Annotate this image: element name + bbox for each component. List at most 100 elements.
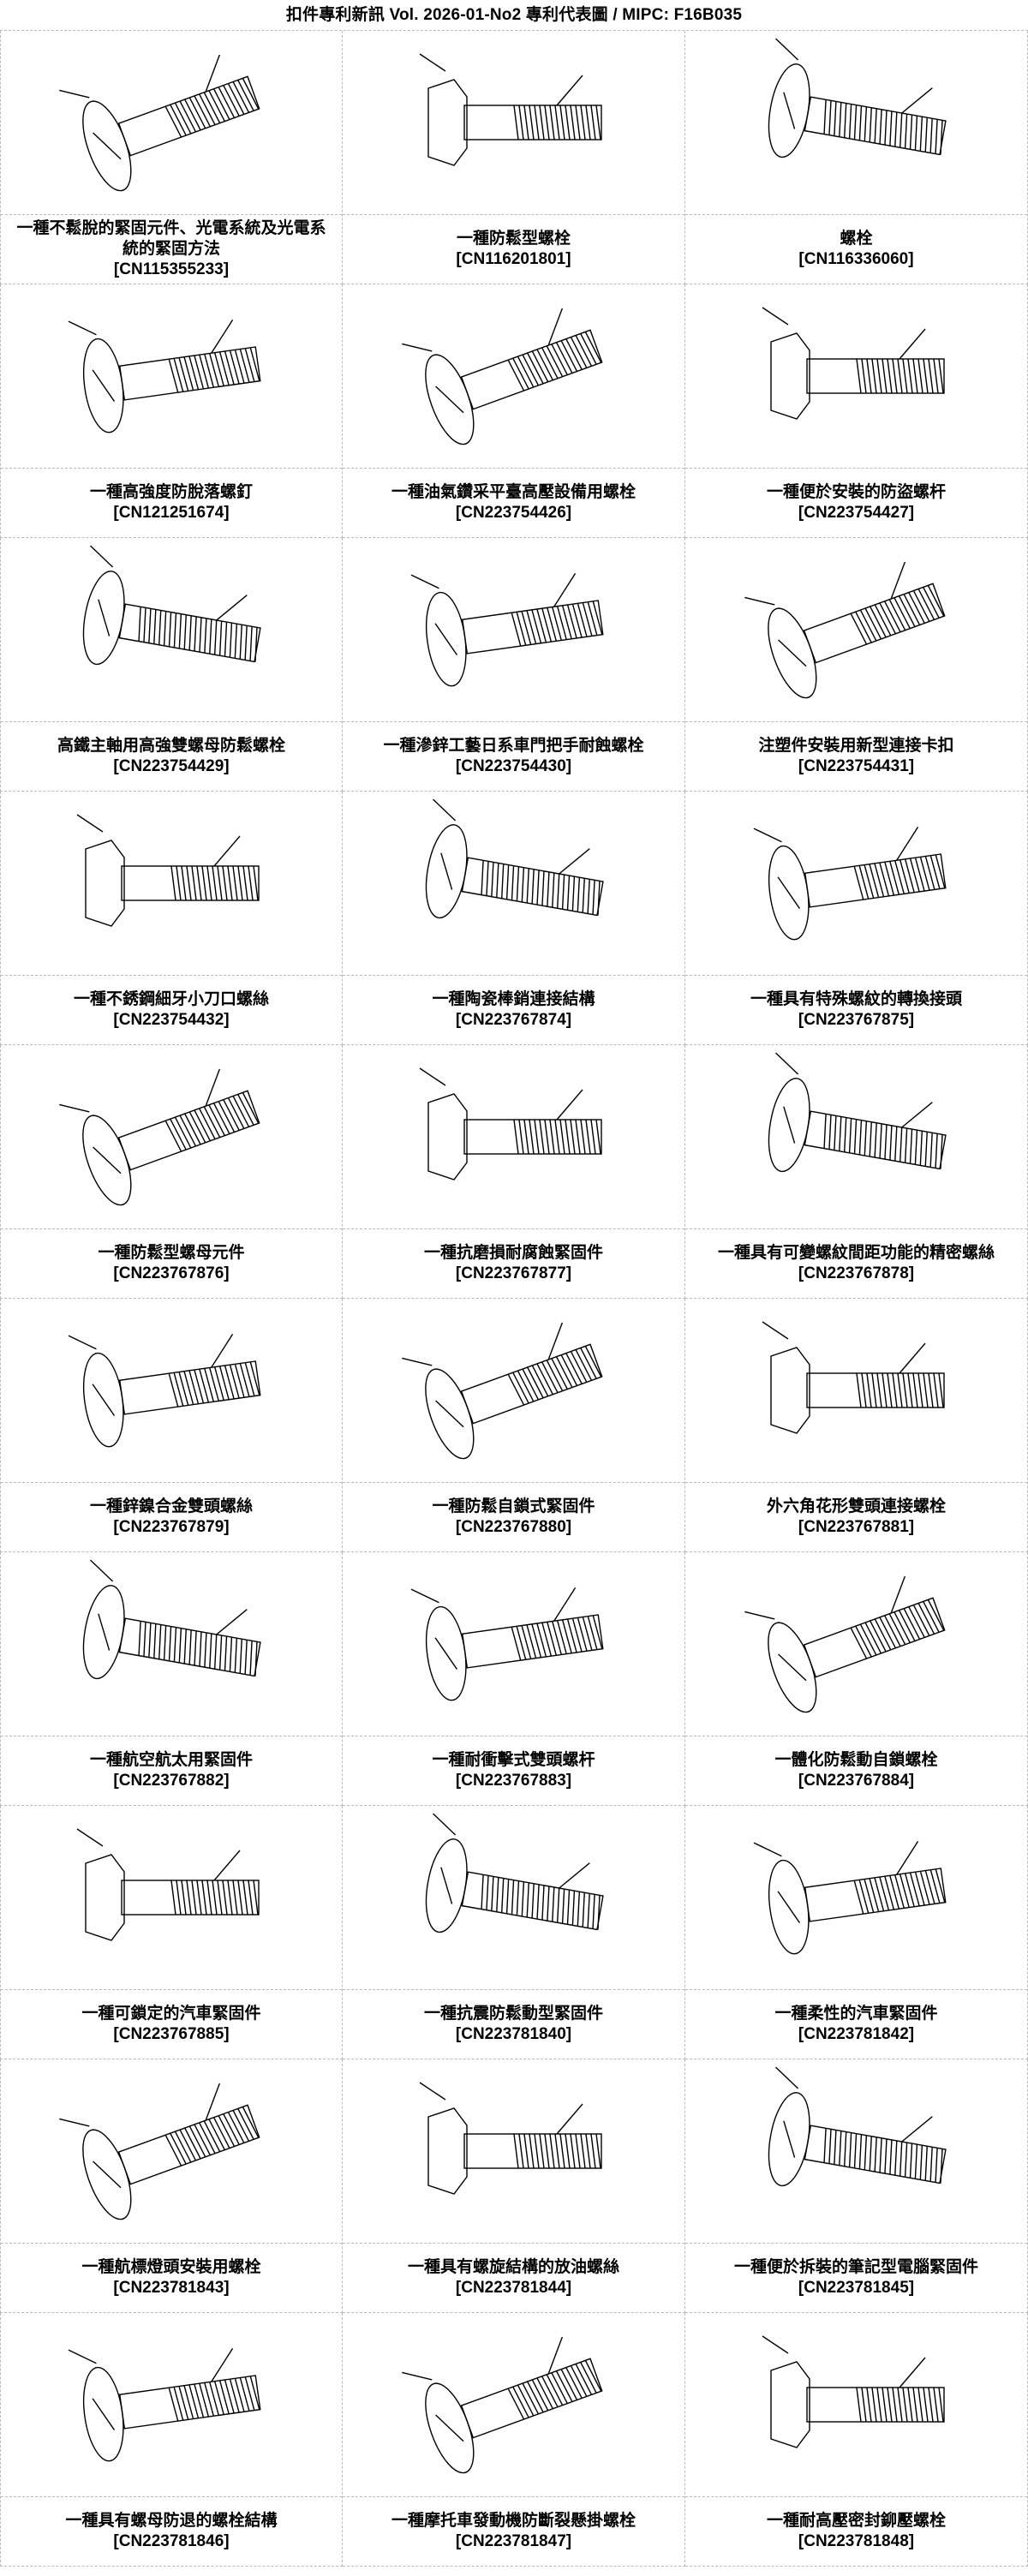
patent-drawing bbox=[685, 2313, 1027, 2497]
fastener-illustration bbox=[753, 1841, 947, 1955]
leader-line bbox=[553, 1587, 576, 1622]
patent-drawing bbox=[343, 1045, 684, 1229]
bolt-drawing bbox=[744, 561, 946, 699]
hex-head bbox=[427, 2107, 468, 2195]
leader-line bbox=[401, 2371, 432, 2381]
bolt-drawing bbox=[59, 1068, 260, 1206]
thread-lines bbox=[170, 865, 259, 901]
patent-caption: 一種油氣鑽采平臺高壓設備用螺栓[CN223754426] bbox=[343, 469, 684, 537]
patent-title: 一種具有螺旋結構的放油螺絲 bbox=[407, 2258, 619, 2276]
patent-title: 一種具有可變螺紋間距功能的精密螺絲 bbox=[717, 1244, 995, 1262]
patent-title: 一種不鬆脫的緊固元件、光電系統及光電系統的緊固方法 bbox=[16, 219, 326, 258]
bolt-shank bbox=[805, 1372, 945, 1408]
patent-drawing bbox=[685, 792, 1027, 976]
thread-lines bbox=[855, 2387, 944, 2423]
leader-line bbox=[205, 2083, 221, 2121]
patent-number: [CN116336060] bbox=[798, 250, 914, 268]
leader-line bbox=[401, 1357, 432, 1366]
bolt-shank bbox=[118, 603, 261, 663]
fastener-illustration bbox=[419, 53, 602, 166]
bolt-shank bbox=[804, 2125, 947, 2185]
patent-card: 外六角花形雙頭連接螺栓[CN223767881] bbox=[685, 1299, 1028, 1552]
patent-caption: 一種具有特殊螺紋的轉換接頭[CN223767875] bbox=[685, 976, 1027, 1044]
patent-number: [CN223767874] bbox=[455, 1011, 572, 1029]
patent-card: 一種耐衝擊式雙頭螺杆[CN223767883] bbox=[343, 1552, 685, 1806]
hex-head bbox=[769, 332, 810, 420]
leader-line bbox=[90, 545, 114, 568]
bolt-drawing bbox=[82, 1559, 261, 1680]
fastener-illustration bbox=[768, 2066, 947, 2187]
leader-line bbox=[211, 320, 234, 354]
leader-line bbox=[553, 573, 576, 607]
patent-number: [CN223754432] bbox=[113, 1011, 230, 1029]
patent-number: [CN223754430] bbox=[455, 757, 572, 775]
patent-number: [CN223781846] bbox=[113, 2532, 230, 2550]
bolt-shank bbox=[461, 857, 604, 917]
patent-card: 一種鋅鎳合金雙頭螺絲[CN223767879] bbox=[0, 1299, 343, 1552]
drive-slot bbox=[777, 1891, 800, 1923]
thread-lines bbox=[822, 1114, 943, 1169]
drive-slot bbox=[434, 623, 457, 655]
hex-head bbox=[769, 1347, 810, 1434]
bolt-drawing bbox=[425, 798, 604, 919]
bolt-shank bbox=[804, 853, 947, 908]
leader-line bbox=[898, 328, 926, 360]
patent-title: 一種可鎖定的汽車緊固件 bbox=[81, 2005, 261, 2023]
patent-number: [CN223781845] bbox=[798, 2279, 915, 2297]
patent-title: 一種不銹鋼細牙小刀口螺絲 bbox=[73, 990, 269, 1008]
patent-title: 一種摩托車發動機防斷裂懸掛螺栓 bbox=[391, 2512, 636, 2530]
patent-caption: 一種防鬆型螺栓[CN116201801] bbox=[343, 215, 684, 284]
patent-title: 一體化防鬆動自鎖螺栓 bbox=[774, 1751, 938, 1769]
patent-number: [CN223767883] bbox=[455, 1772, 572, 1790]
thread-lines bbox=[855, 358, 944, 394]
leader-line bbox=[895, 1841, 918, 1875]
patent-title: 高鐵主軸用高強雙螺母防鬆螺栓 bbox=[57, 737, 285, 755]
bolt-shank bbox=[118, 346, 261, 401]
patent-caption: 一種具有可變螺紋間距功能的精密螺絲 [CN223767878] bbox=[685, 1229, 1027, 1298]
bolt-shank bbox=[804, 96, 947, 156]
drive-slot bbox=[777, 639, 807, 667]
patent-card: 一種便於安裝的防盜螺杆[CN223754427] bbox=[685, 284, 1028, 538]
bolt-shank bbox=[118, 1617, 261, 1677]
patent-drawing bbox=[1, 31, 342, 215]
patent-caption: 一種鋅鎳合金雙頭螺絲[CN223767879] bbox=[1, 1483, 342, 1551]
leader-line bbox=[762, 2335, 788, 2354]
thread-lines bbox=[164, 1092, 260, 1152]
drive-slot bbox=[777, 876, 800, 909]
patent-card: 一體化防鬆動自鎖螺栓[CN223767884] bbox=[685, 1552, 1028, 1806]
patent-title: 一種抗磨損耐腐蝕緊固件 bbox=[423, 1244, 603, 1262]
bolt-shank bbox=[804, 1868, 947, 1922]
thread-lines bbox=[168, 1361, 260, 1408]
bolt-drawing bbox=[753, 827, 947, 941]
patent-number: [CN223767878] bbox=[798, 1264, 915, 1282]
bolt-drawing bbox=[419, 2082, 602, 2195]
leader-line bbox=[216, 1609, 248, 1635]
bolt-drawing bbox=[68, 1334, 261, 1448]
leader-line bbox=[555, 2103, 583, 2135]
patent-card: 一種航空航太用緊固件[CN223767882] bbox=[0, 1552, 343, 1806]
bolt-drawing bbox=[410, 573, 604, 687]
patent-card: 一種油氣鑽采平臺高壓設備用螺栓[CN223754426] bbox=[343, 284, 685, 538]
patent-card: 一種防鬆型螺母元件[CN223767876] bbox=[0, 1045, 343, 1299]
patent-caption: 一種不鬆脫的緊固元件、光電系統及光電系統的緊固方法[CN115355233] bbox=[1, 215, 342, 284]
drive-slot bbox=[439, 1867, 452, 1904]
thread-lines bbox=[822, 2128, 943, 2184]
leader-line bbox=[555, 1089, 583, 1121]
patent-title: 一種防鬆自鎖式緊固件 bbox=[432, 1497, 595, 1515]
patent-caption: 一體化防鬆動自鎖螺栓[CN223767884] bbox=[685, 1736, 1027, 1805]
hex-head bbox=[85, 1854, 125, 1941]
patent-title: 一種滲鋅工藝日系車門把手耐蝕螺栓 bbox=[383, 737, 644, 755]
leader-line bbox=[547, 308, 563, 346]
leader-line bbox=[59, 89, 90, 99]
patent-caption: 一種抗磨損耐腐蝕緊固件[CN223767877] bbox=[343, 1229, 684, 1298]
drive-slot bbox=[782, 1106, 795, 1144]
bolt-shank bbox=[460, 1343, 603, 1425]
patent-title: 一種航標燈頭安裝用螺栓 bbox=[81, 2258, 261, 2276]
bolt-shank bbox=[118, 1360, 261, 1415]
patent-drawing bbox=[1, 1806, 342, 1990]
patent-drawing bbox=[685, 31, 1027, 215]
bolt-drawing bbox=[68, 320, 261, 433]
thread-lines bbox=[138, 1621, 258, 1676]
patent-drawing bbox=[685, 284, 1027, 469]
leader-line bbox=[432, 798, 456, 822]
